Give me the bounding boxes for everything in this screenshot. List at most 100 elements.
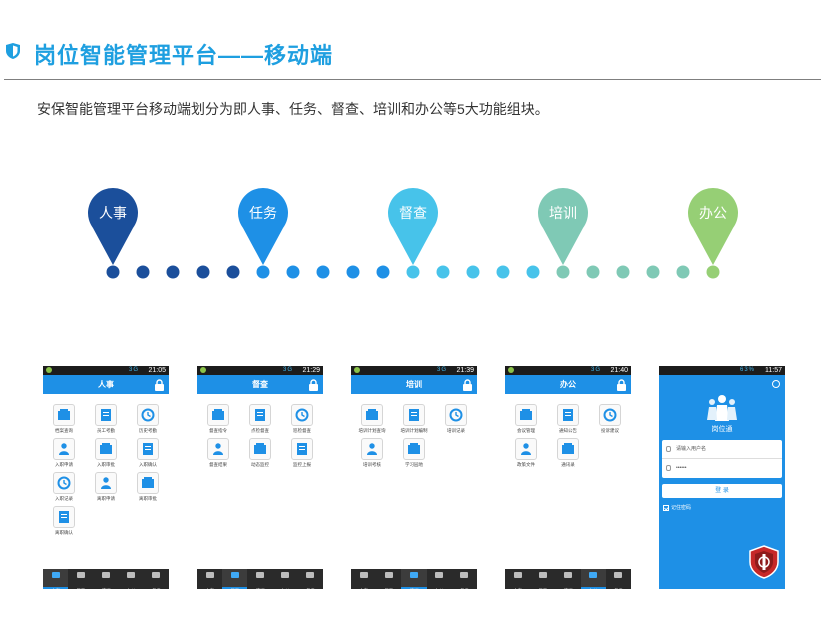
app-brand-name: 岗位通 (711, 426, 733, 433)
nav-tab-icon (589, 572, 598, 578)
function-item[interactable]: 员工考勤 (85, 404, 127, 434)
function-item[interactable]: 培训考核 (351, 438, 393, 468)
timeline-marker: 办公 (687, 188, 738, 265)
nav-tab[interactable]: 督查 (222, 569, 248, 589)
nav-tab[interactable]: 任务 (452, 569, 477, 589)
nav-tab[interactable]: 培训 (555, 569, 580, 589)
function-item[interactable]: 通讯录 (547, 438, 589, 468)
function-item[interactable]: 离职审批 (127, 472, 169, 502)
timeline-dot (136, 265, 150, 279)
nav-tab[interactable]: 人事 (197, 569, 222, 589)
function-item[interactable]: 离职申请 (85, 472, 127, 502)
function-label: 点检督查 (251, 428, 269, 433)
function-icon (361, 404, 383, 426)
nav-tab[interactable]: 任务 (144, 569, 169, 589)
function-item[interactable]: 入职审批 (85, 438, 127, 468)
function-item[interactable]: 离职确认 (43, 506, 85, 536)
screen-title: 培训 (406, 380, 422, 389)
bottom-nav: 人事督查培训办公任务 (197, 569, 323, 589)
function-item[interactable]: 培训计划查询 (351, 404, 393, 434)
nav-tab[interactable]: 办公 (580, 569, 606, 589)
function-item[interactable]: 培训计划编制 (393, 404, 435, 434)
function-icon (95, 404, 117, 426)
marker-pin (538, 188, 588, 265)
nav-tab[interactable]: 培训 (247, 569, 272, 589)
function-item[interactable]: 政策文件 (505, 438, 547, 468)
nav-tab[interactable]: 任务 (298, 569, 323, 589)
bottom-nav: 人事 督查 培训 办公任务 (505, 569, 631, 589)
nav-tab[interactable]: 人事 (43, 569, 69, 589)
function-item[interactable]: 督查结果 (197, 438, 239, 468)
phone-screen-inspection: 3G21:29督查督查指令点检督查巡检督查督查结果动态监控监控上报人事督查培训办… (197, 366, 323, 589)
function-item[interactable]: 入职记录 (43, 472, 85, 502)
nav-tab-label: 任务 (460, 588, 469, 589)
function-icon (557, 438, 579, 460)
function-icon (207, 404, 229, 426)
remember-password-checkbox[interactable]: 记住密码 (663, 504, 691, 512)
network-signal: 3G (128, 367, 139, 373)
function-item[interactable]: 档案查询 (43, 404, 85, 434)
nav-tab-icon (306, 572, 315, 578)
function-item[interactable]: 督查指令 (197, 404, 239, 434)
function-item[interactable]: 点检督查 (239, 404, 281, 434)
nav-tab[interactable]: 督查 (68, 569, 93, 589)
nav-tab-label: 培训 (564, 588, 573, 589)
username-field[interactable]: 请输入用户名 (662, 440, 782, 459)
app-notification-icon (200, 367, 206, 373)
function-icon (361, 438, 383, 460)
intro-text: 安保智能管理平台移动端划分为即人事、任务、督查、培训和办公等5大功能组块。 (37, 101, 549, 117)
password-field[interactable]: •••••• (662, 459, 782, 478)
nav-tab[interactable]: 人事 (351, 569, 376, 589)
nav-tab-label: 培训 (102, 588, 111, 589)
nav-tab[interactable]: 人事 (505, 569, 530, 589)
timeline-dot (466, 265, 480, 279)
nav-tab-label: 任务 (614, 588, 623, 589)
lock-icon (666, 465, 671, 471)
timeline-marker: 培训 (538, 188, 588, 265)
lock-icon[interactable] (462, 379, 473, 391)
nav-tab[interactable]: 培训 (401, 569, 427, 589)
nav-tab[interactable]: 办公 (273, 569, 298, 589)
function-icon (207, 438, 229, 460)
nav-tab-label: 人事 (513, 588, 522, 589)
status-bar: 63% 11:57 (659, 366, 785, 375)
network-signal: 3G (436, 367, 447, 373)
nav-tab[interactable]: 督查 (376, 569, 401, 589)
user-icon (666, 446, 671, 452)
app-notification-icon (46, 367, 52, 373)
function-item[interactable]: 巡检督查 (281, 404, 323, 434)
function-item[interactable]: 监控上报 (281, 438, 323, 468)
nav-tab[interactable]: 培训 (93, 569, 118, 589)
screen-title: 督查 (252, 380, 268, 389)
lock-icon[interactable] (154, 379, 165, 391)
function-item[interactable]: 入职确认 (127, 438, 169, 468)
nav-tab-label: 督查 (538, 588, 547, 589)
nav-tab-icon (76, 572, 85, 578)
settings-gear-icon[interactable] (772, 380, 780, 388)
function-item[interactable]: 通知公告 (547, 404, 589, 434)
lock-icon[interactable] (616, 379, 627, 391)
function-label: 会议管理 (517, 428, 535, 433)
function-label: 督查指令 (209, 428, 227, 433)
function-item[interactable]: 会议管理 (505, 404, 547, 434)
nav-tab[interactable]: 任务 (606, 569, 631, 589)
login-button[interactable]: 登 录 (662, 484, 782, 498)
marker-label: 人事 (99, 206, 127, 222)
timeline-dot (286, 265, 300, 279)
function-item[interactable]: 入职申请 (43, 438, 85, 468)
nav-tab[interactable]: 办公 (119, 569, 144, 589)
nav-tab[interactable]: 办公 (427, 569, 452, 589)
function-item[interactable]: 投诉建议 (589, 404, 631, 434)
screen-title: 办公 (560, 380, 576, 389)
header: 岗位智能管理平台——移动端 (0, 0, 825, 80)
marker-label: 督查 (399, 206, 427, 222)
function-item[interactable]: 历史考勤 (127, 404, 169, 434)
function-item[interactable]: 学习园地 (393, 438, 435, 468)
function-item[interactable]: 动态监控 (239, 438, 281, 468)
lock-icon[interactable] (308, 379, 319, 391)
nav-tab-icon (359, 572, 368, 578)
function-icon (291, 404, 313, 426)
function-item[interactable]: 培训记录 (435, 404, 477, 434)
nav-tab[interactable]: 督查 (530, 569, 555, 589)
